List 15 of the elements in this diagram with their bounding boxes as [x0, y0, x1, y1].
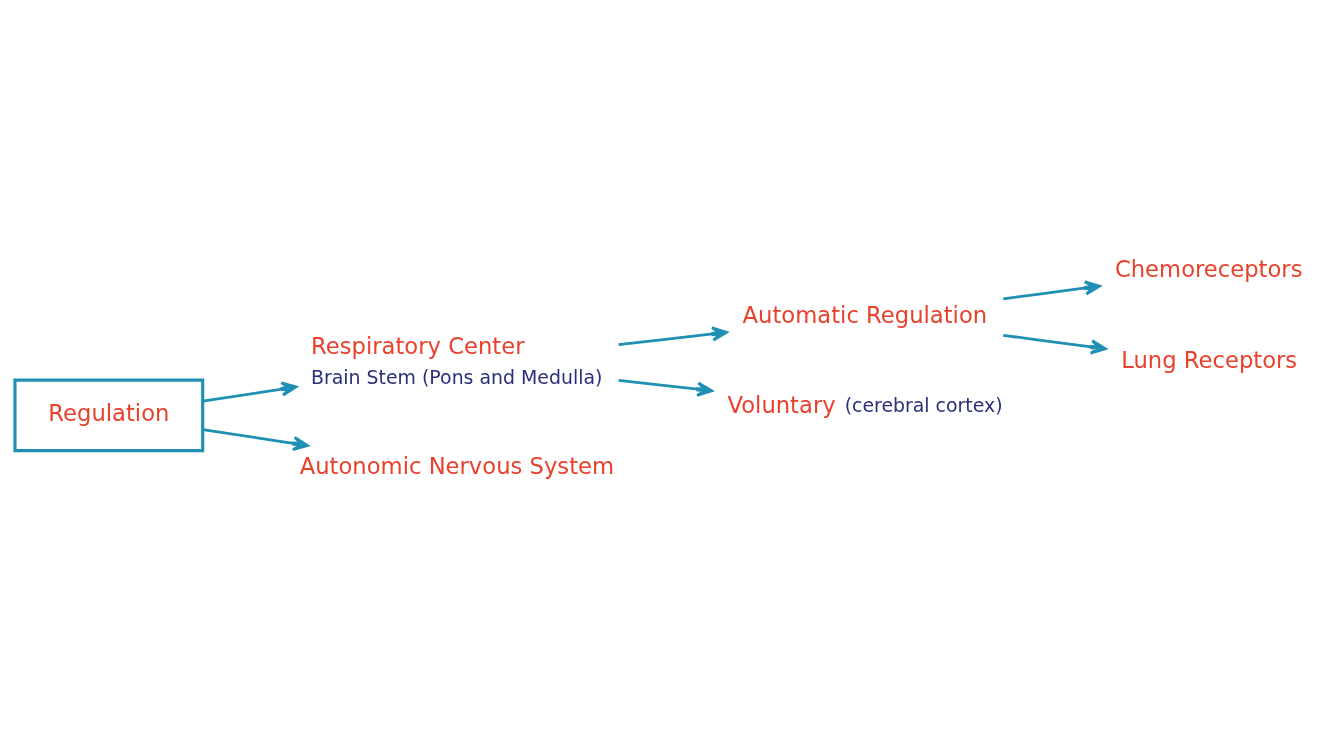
node-label: (cerebral cortex) [844, 393, 1003, 416]
arrow [1003, 333, 1107, 355]
node-text: Automatic Regulation [742, 301, 988, 328]
arrow [618, 378, 713, 397]
arrow [1003, 279, 1101, 300]
node-box: Regulation [13, 378, 205, 452]
arrow [202, 380, 298, 403]
node-text: Chemoreceptors [1114, 255, 1303, 282]
node-label: Brain Stem (Pons and Medulla) [311, 365, 603, 388]
node-text: Respiratory Center [311, 332, 525, 359]
node-text: Voluntary [727, 391, 836, 418]
node-text: Autonomic Nervous System [299, 452, 615, 479]
arrow [202, 427, 309, 451]
node-text: Lung Receptors [1121, 346, 1298, 373]
arrow [618, 325, 728, 346]
